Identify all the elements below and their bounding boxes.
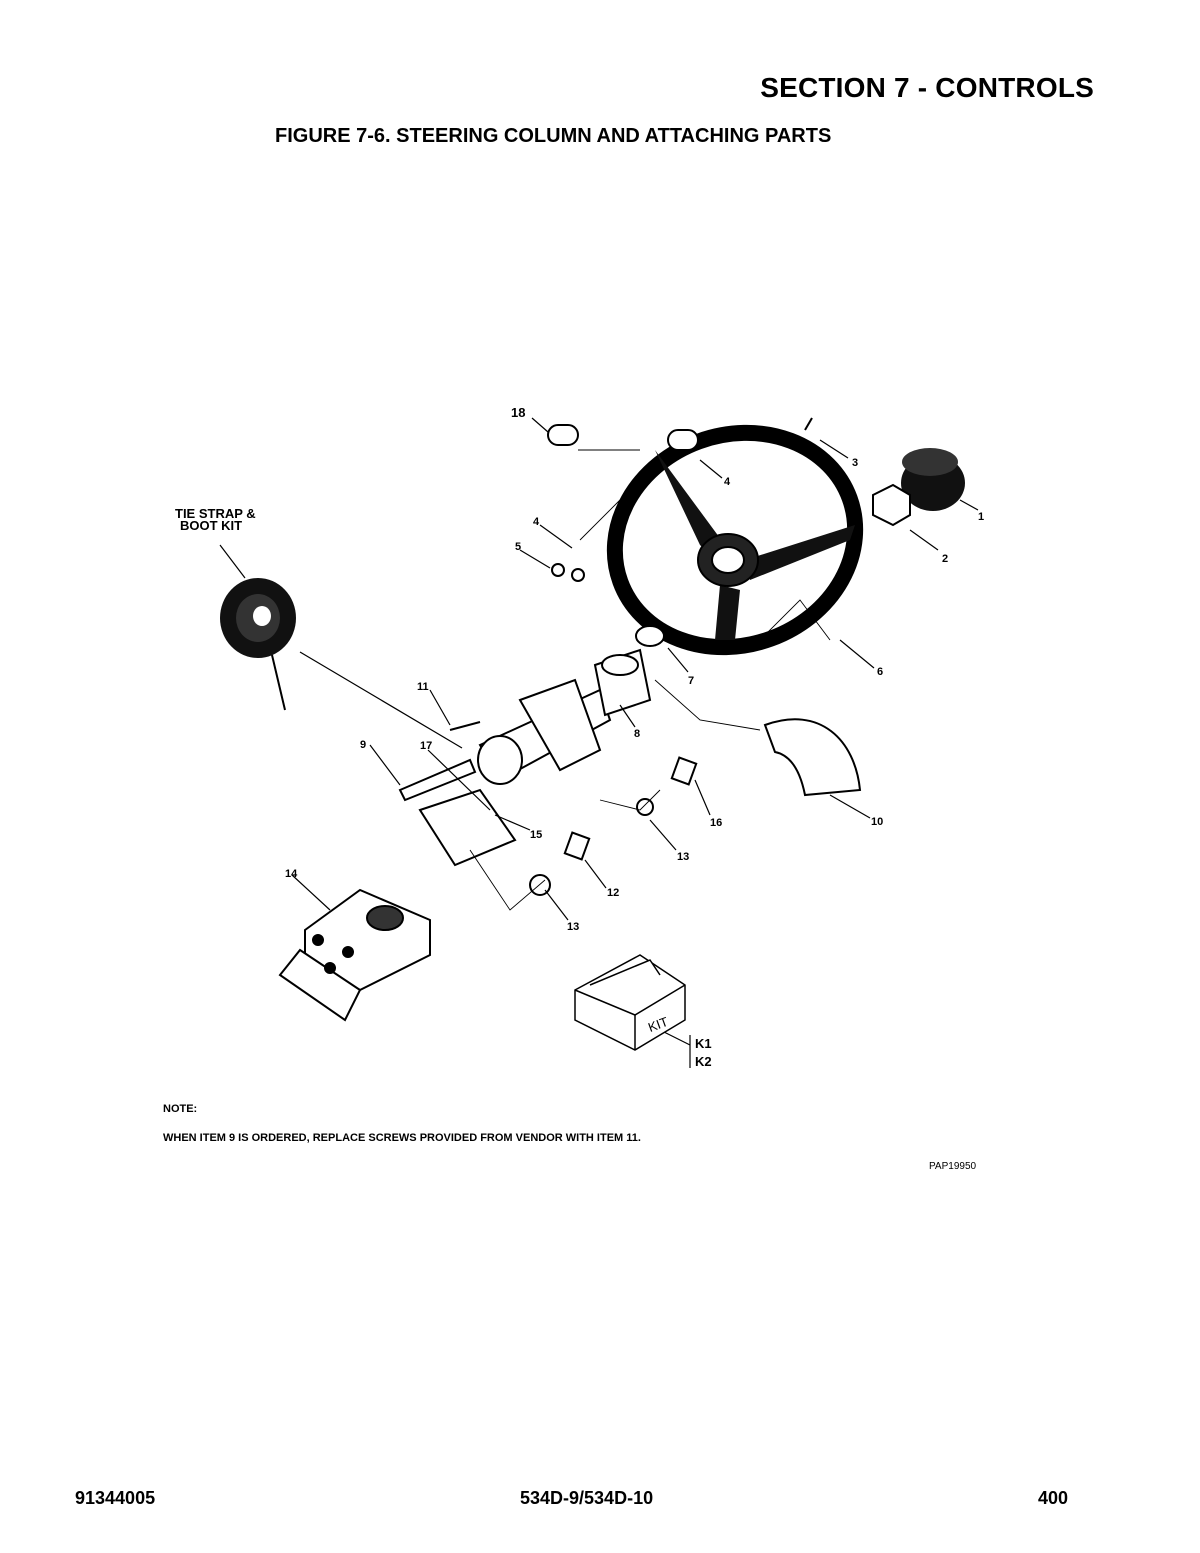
kit-callout-line2: BOOT KIT	[180, 518, 242, 533]
callout-4-lower: 4	[533, 516, 540, 528]
callout-11: 11	[417, 681, 429, 693]
footer-part-number: 91344005	[75, 1488, 156, 1508]
steering-column	[477, 648, 652, 785]
callout-12: 12	[607, 887, 619, 899]
callout-6: 6	[877, 666, 883, 678]
callout-18: 18	[511, 405, 525, 420]
figure-code: PAP19950	[929, 1161, 977, 1172]
callout-13-upper: 13	[677, 851, 689, 863]
callout-17: 17	[420, 740, 432, 752]
bracket	[763, 718, 862, 797]
callout-4-upper: 4	[724, 476, 731, 488]
callout-10: 10	[871, 816, 883, 828]
footer-page-number: 400	[1038, 1488, 1069, 1508]
note-label: NOTE:	[163, 1103, 198, 1115]
callout-14: 14	[285, 868, 298, 880]
note-text: WHEN ITEM 9 IS ORDERED, REPLACE SCREWS P…	[163, 1132, 641, 1144]
steering-wheel	[606, 424, 864, 656]
callout-5: 5	[515, 541, 521, 553]
callout-13-lower: 13	[567, 921, 579, 933]
section-title: SECTION 7 - CONTROLS	[760, 72, 1094, 103]
callout-labels: TIE STRAP & BOOT KIT 18 1 2 3 4 4 5 6 7 …	[175, 405, 984, 1069]
callout-9: 9	[360, 739, 366, 751]
callout-k1: K1	[695, 1036, 712, 1051]
kit-box-label: KIT	[646, 1014, 670, 1035]
nut	[872, 483, 911, 527]
footer-model: 534D-9/534D-10	[520, 1488, 654, 1508]
kit-box	[574, 954, 686, 1051]
kit-callout-line1: TIE STRAP &	[175, 506, 256, 521]
callout-2: 2	[942, 553, 948, 565]
callout-k2: K2	[695, 1054, 712, 1069]
mounting-plate	[418, 788, 517, 867]
horn-cap	[901, 448, 965, 511]
assembly-lines	[469, 449, 831, 911]
turn-lever	[398, 758, 477, 802]
boot-kit	[220, 578, 296, 711]
figure-title: FIGURE 7-6. STEERING COLUMN AND ATTACHIN…	[275, 125, 832, 147]
steering-unit	[278, 888, 431, 1022]
callout-15: 15	[530, 829, 542, 841]
callout-16: 16	[710, 817, 722, 829]
callout-7: 7	[688, 675, 694, 687]
callout-8: 8	[634, 728, 640, 740]
callout-3: 3	[852, 457, 858, 469]
callout-1: 1	[978, 511, 984, 523]
